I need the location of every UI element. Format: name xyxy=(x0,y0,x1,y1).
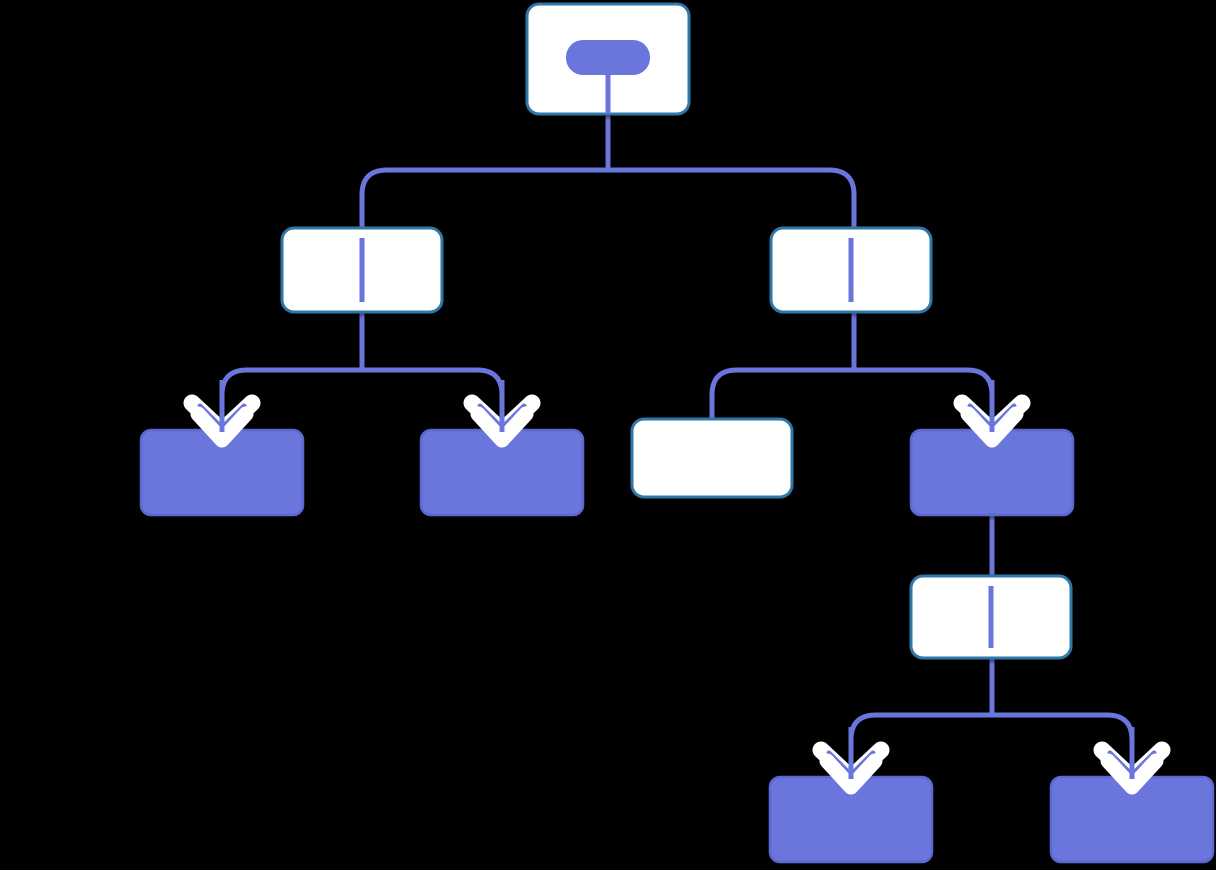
connector-branch-right-to-leaves xyxy=(709,312,995,430)
connector-branch-left-to-leaves xyxy=(219,312,505,430)
arrow-leaf-2-icon xyxy=(463,380,541,448)
node-leaf-3-empty[interactable] xyxy=(630,417,794,499)
arrow-marker-layer xyxy=(183,380,1171,795)
pill-layer xyxy=(566,40,650,75)
arrow-leaf-6-icon xyxy=(1093,727,1171,795)
node-root-pill-badge[interactable] xyxy=(566,40,650,75)
arrow-chevron-white-front xyxy=(470,406,534,448)
arrow-leaf-1-icon xyxy=(183,380,261,448)
through-line-layer xyxy=(359,73,994,648)
connector-subbranch-to-bottom-leaves xyxy=(848,658,1135,777)
connector-root-to-branches xyxy=(359,114,857,228)
node-layer xyxy=(139,2,1215,864)
arrow-chevron-white-front xyxy=(1100,753,1164,795)
arrow-leaf-5-icon xyxy=(812,727,890,795)
arrow-chevron-white-front xyxy=(960,406,1024,448)
arrow-chevron-white-front xyxy=(190,406,254,448)
arrow-chevron-white-front xyxy=(819,753,883,795)
arrow-leaf-4-icon xyxy=(953,380,1031,448)
